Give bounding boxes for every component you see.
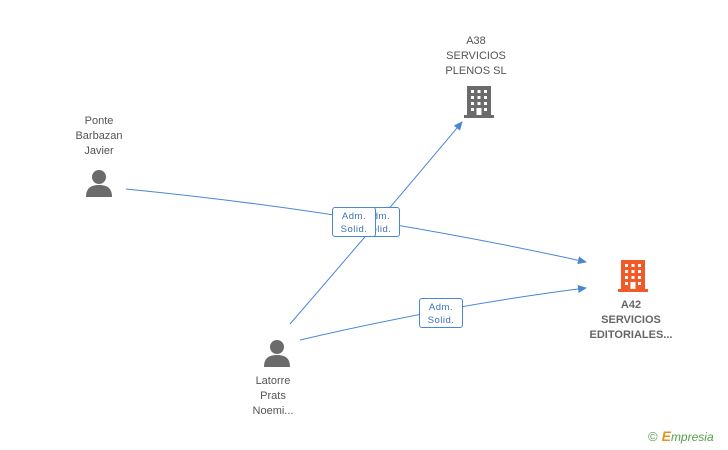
brand-initial: E [661, 428, 671, 444]
edge-badge-line1: Adm. [341, 211, 367, 222]
copyright-symbol: © [648, 429, 658, 444]
edge-badge-line2: Solid. [427, 315, 455, 326]
node-label-a42: A42 SERVICIOS EDITORIALES... [589, 299, 673, 341]
edge-badge-line1: Adm. [365, 211, 391, 222]
brand-logo: ©Empresia [648, 428, 714, 444]
edge-badge-line1: Adm. [428, 302, 454, 313]
building-icon[interactable] [617, 258, 649, 294]
node-label-a38: A38 SERVICIOS PLENOS SL [445, 35, 507, 77]
node-label-latorre: Latorre Prats Noemi... [252, 375, 294, 417]
brand-name: mpresia [670, 430, 714, 444]
building-icon[interactable] [463, 84, 495, 120]
person-icon[interactable] [84, 168, 114, 198]
person-icon[interactable] [262, 338, 292, 368]
edge-badge-adm-solid-latorre-a42[interactable]: Adm. Solid. [419, 298, 463, 328]
node-label-ponte: Ponte Barbazan Javier [75, 115, 123, 157]
edge-badge-line2: Solid. [364, 224, 392, 235]
edge-badge-adm-solid[interactable]: Adm. Solid. [332, 207, 376, 237]
edge-badge-line2: Solid. [340, 224, 368, 235]
